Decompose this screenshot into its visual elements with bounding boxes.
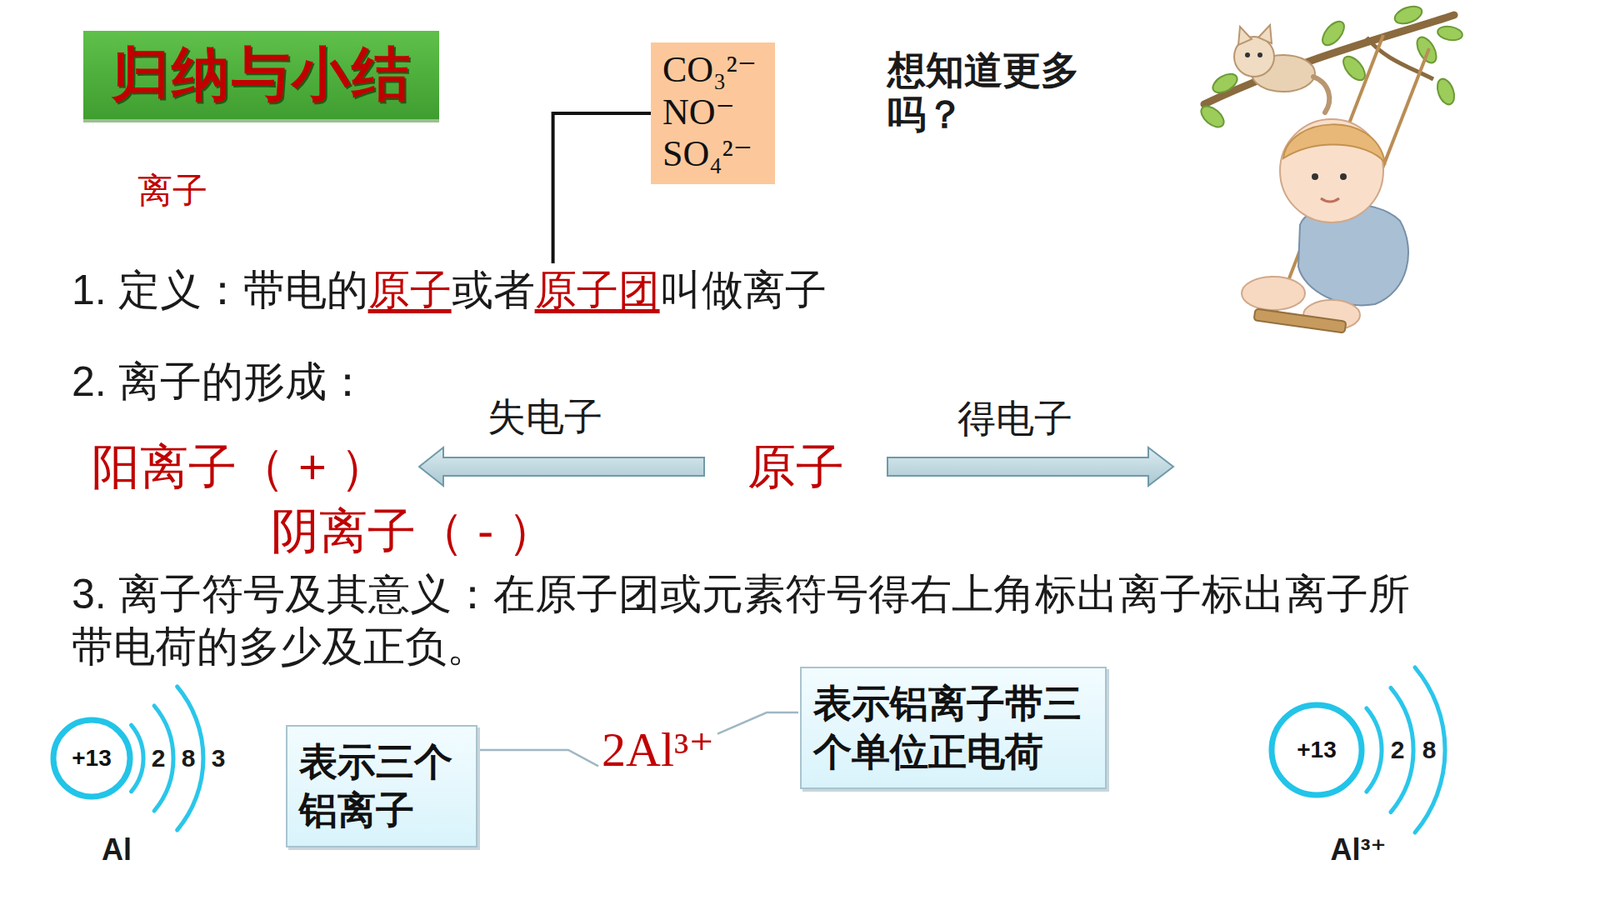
section-heading: 2. 离子的形成： <box>71 358 369 407</box>
arrow-label: 失电子 <box>487 395 603 440</box>
shell-arc <box>131 725 145 792</box>
shell-electron-count: 8 <box>181 744 196 774</box>
nucleus-circle: +13 <box>50 716 134 800</box>
definition-text: 叫做离子 <box>660 266 827 314</box>
leader-line <box>479 750 599 766</box>
shell-electron-count: 3 <box>211 744 226 774</box>
swing-illustration <box>1197 3 1464 334</box>
shell-arc <box>1366 708 1382 792</box>
cation-label: 阳离子（ + ） <box>91 439 389 495</box>
nucleus-circle: +13 <box>1268 701 1365 799</box>
shell-arc <box>177 686 204 830</box>
teaser-text: 想知道更多吗？ <box>887 48 1130 137</box>
ion-formula: NO⁻ <box>662 91 757 135</box>
ion-symbol: Al³⁺ <box>1330 832 1387 867</box>
lose-electron-arrow <box>419 447 705 486</box>
polyatomic-ion-box: CO₃²⁻NO⁻SO₄²⁻ <box>650 42 775 185</box>
shell-arc <box>1390 687 1414 812</box>
callout-box: 表示三个铝离子 <box>285 725 478 848</box>
ion-symbol: 2Al³⁺ <box>601 722 715 779</box>
shell-electron-count: 8 <box>1422 735 1437 765</box>
keyword: 原子团 <box>535 266 660 314</box>
callout-box: 表示铝离子带三个单位正电荷 <box>800 666 1107 790</box>
leader-line <box>717 712 799 735</box>
callout-text: 表示三个铝离子 <box>299 738 465 835</box>
anion-label: 阴离子（ - ） <box>270 503 556 560</box>
nucleus-ring <box>1271 705 1362 795</box>
arrow-label: 得电子 <box>957 396 1073 441</box>
title-banner: 归纳与小结 <box>83 30 440 123</box>
atom-label: 原子 <box>747 439 845 495</box>
section-text: 3. 离子符号及其意义：在原子团或元素符号得右上角标出离子标出离子所带电荷的多少… <box>71 568 1422 673</box>
nucleus-ring <box>53 720 130 797</box>
keyword: 原子 <box>368 266 452 314</box>
shell-arc <box>1415 667 1445 833</box>
definition-text: 或者 <box>451 266 535 314</box>
callout-text: 表示铝离子带三个单位正电荷 <box>813 680 1094 776</box>
topic-label: 离子 <box>137 170 208 211</box>
ion-formula: SO₄²⁻ <box>662 133 757 176</box>
ion-formula: CO₃²⁻ <box>662 49 757 92</box>
atom-symbol: Al <box>101 832 132 867</box>
shell-electron-count: 2 <box>151 744 166 774</box>
definition-line: 1. 定义：带电的原子或者原子团叫做离子 <box>71 265 827 315</box>
gain-electron-arrow <box>887 447 1174 486</box>
shell-electron-count: 2 <box>1390 735 1405 765</box>
definition-text: 1. 定义：带电的 <box>71 266 369 314</box>
nuclear-charge: +13 <box>1296 736 1337 764</box>
nuclear-charge: +13 <box>71 745 112 772</box>
bracket-line <box>553 113 651 264</box>
